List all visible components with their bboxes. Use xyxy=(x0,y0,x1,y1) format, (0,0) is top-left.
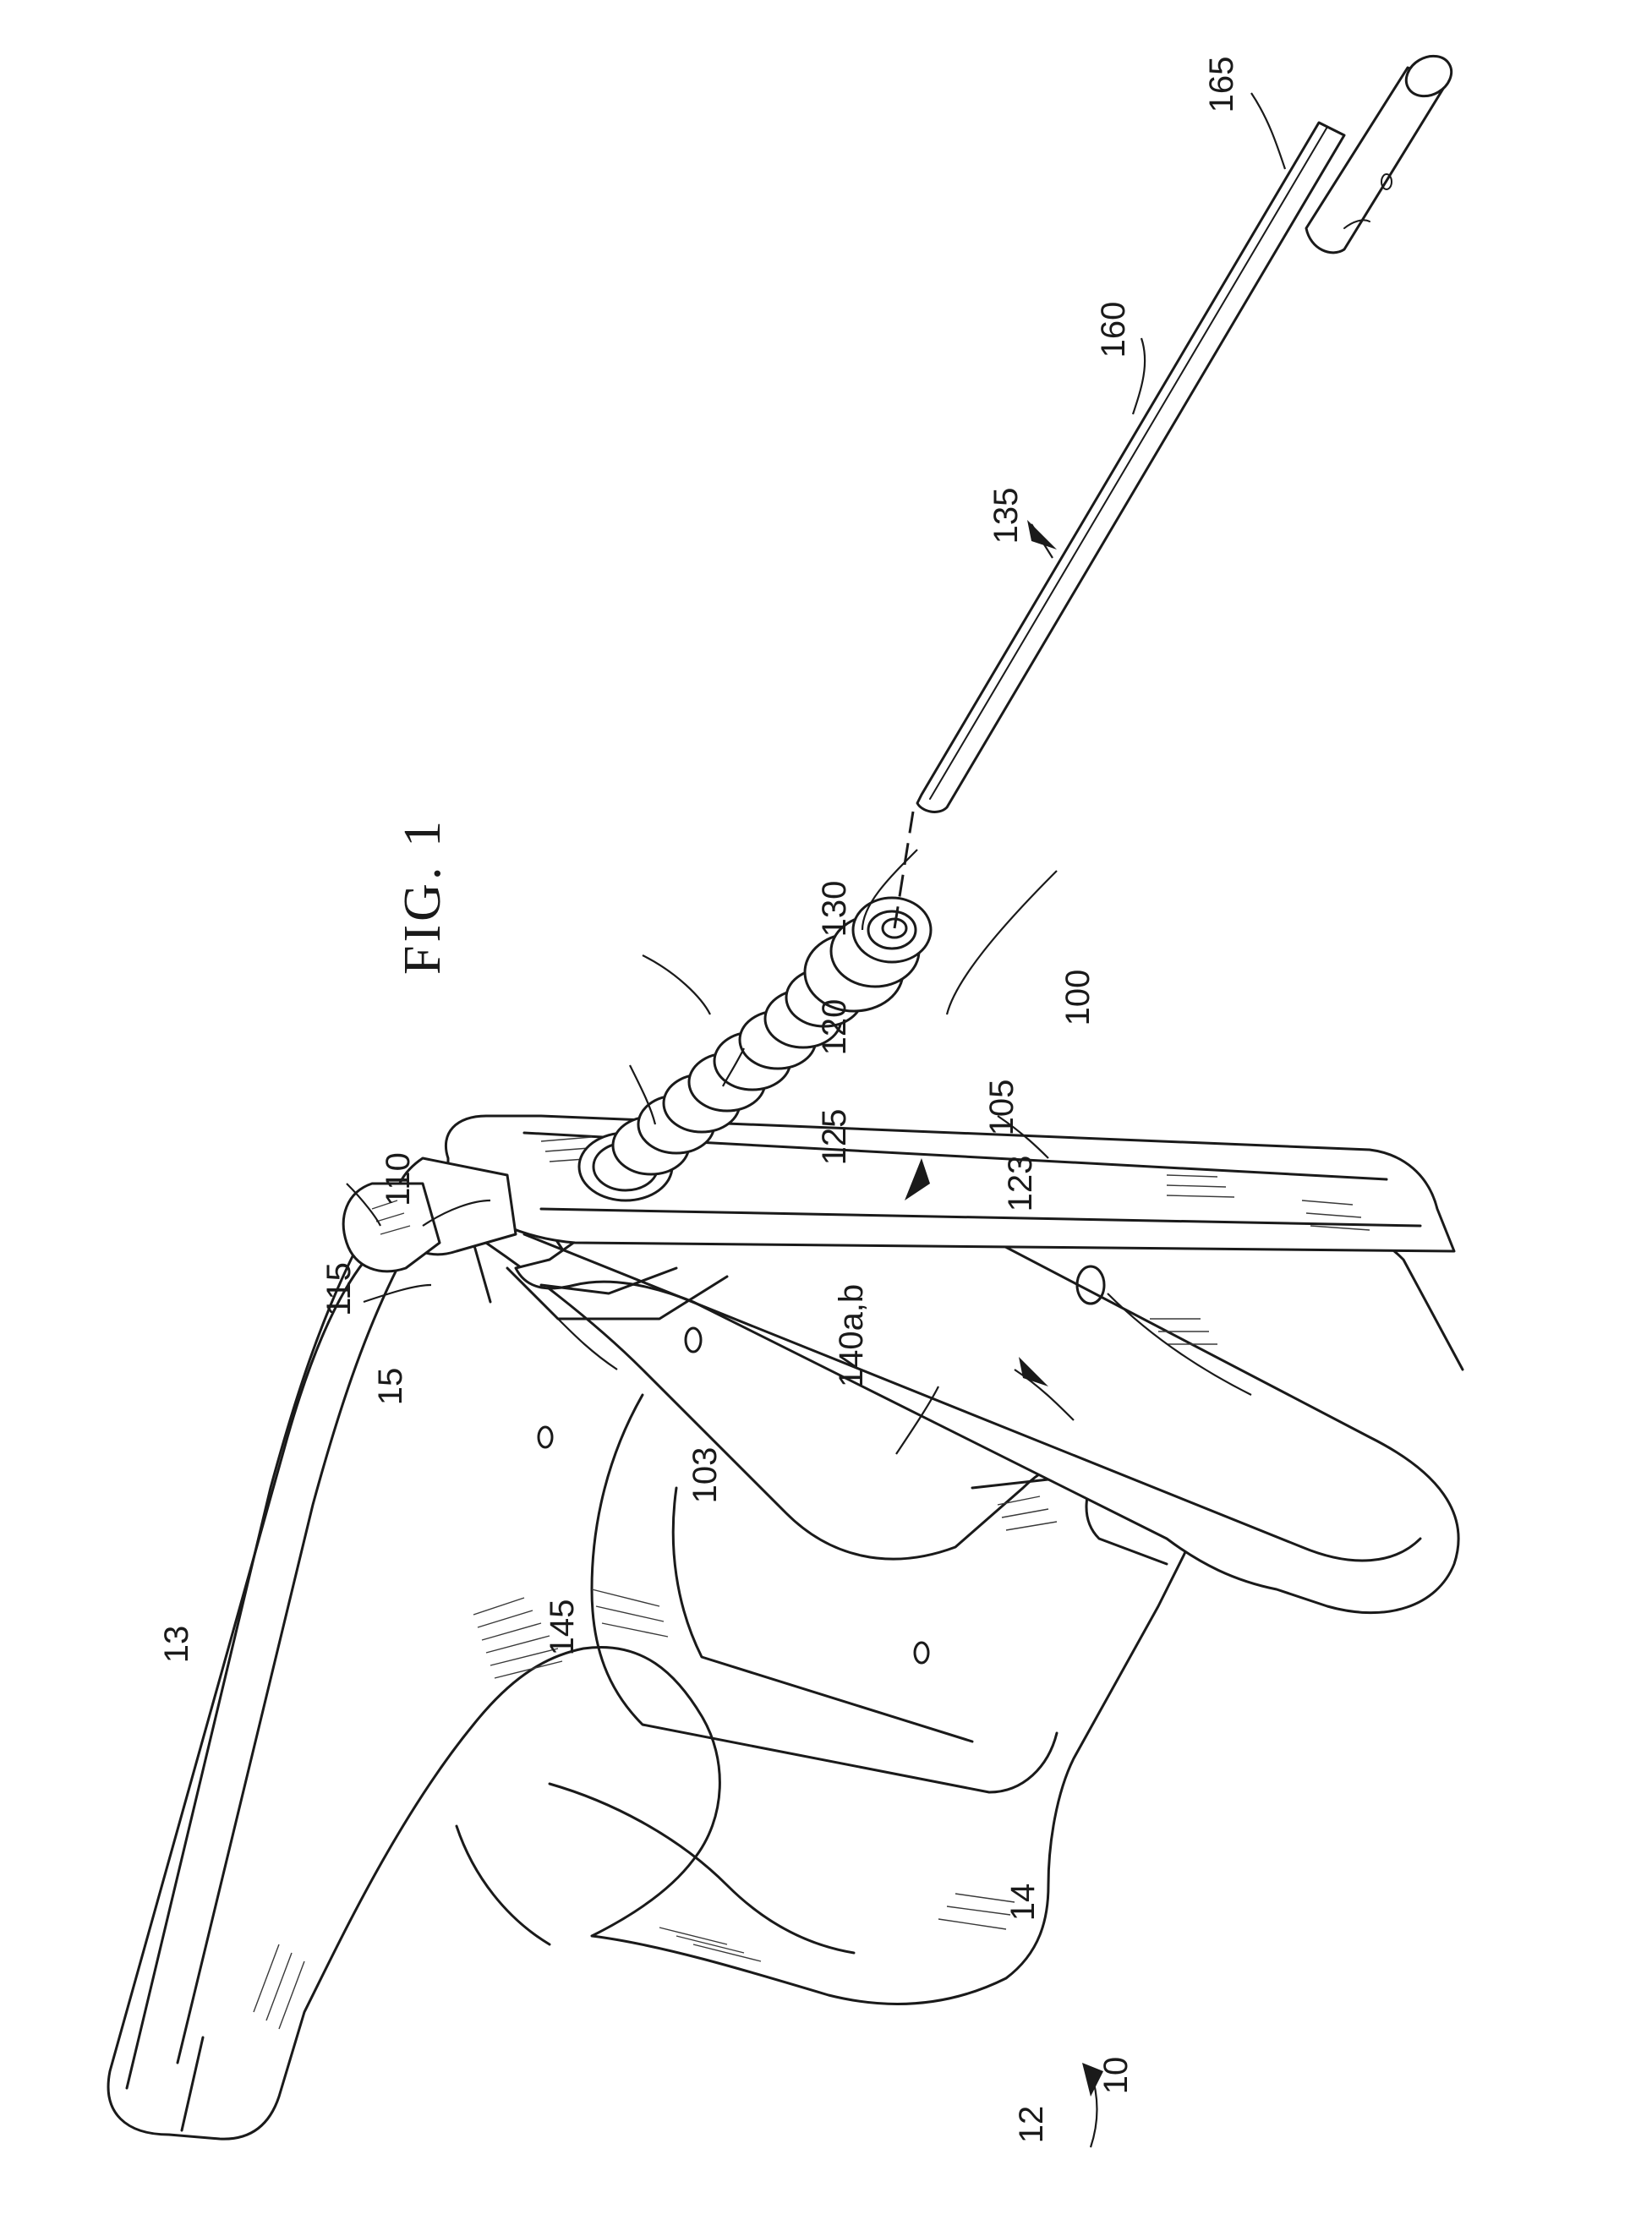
label-100: 100 xyxy=(1059,970,1097,1026)
label-105: 105 xyxy=(983,1080,1020,1136)
rod xyxy=(917,48,1458,812)
label-10: 10 xyxy=(1097,2057,1135,2095)
figure-title: FIG. 1 xyxy=(394,817,451,975)
label-140ab: 140a,b xyxy=(833,1284,870,1387)
label-145: 145 xyxy=(544,1599,581,1656)
label-160: 160 xyxy=(1095,302,1132,358)
label-15: 15 xyxy=(372,1368,409,1406)
label-135: 135 xyxy=(987,488,1025,544)
label-12: 12 xyxy=(1013,2106,1050,2144)
label-115: 115 xyxy=(320,1262,358,1316)
label-110: 110 xyxy=(380,1152,417,1206)
label-125: 125 xyxy=(816,1109,853,1166)
label-120: 120 xyxy=(816,999,853,1056)
label-103: 103 xyxy=(687,1447,724,1504)
label-123: 123 xyxy=(1002,1156,1039,1212)
label-13: 13 xyxy=(158,1626,195,1664)
label-165: 165 xyxy=(1203,57,1240,113)
label-14: 14 xyxy=(1004,1884,1042,1922)
label-130: 130 xyxy=(816,881,853,938)
